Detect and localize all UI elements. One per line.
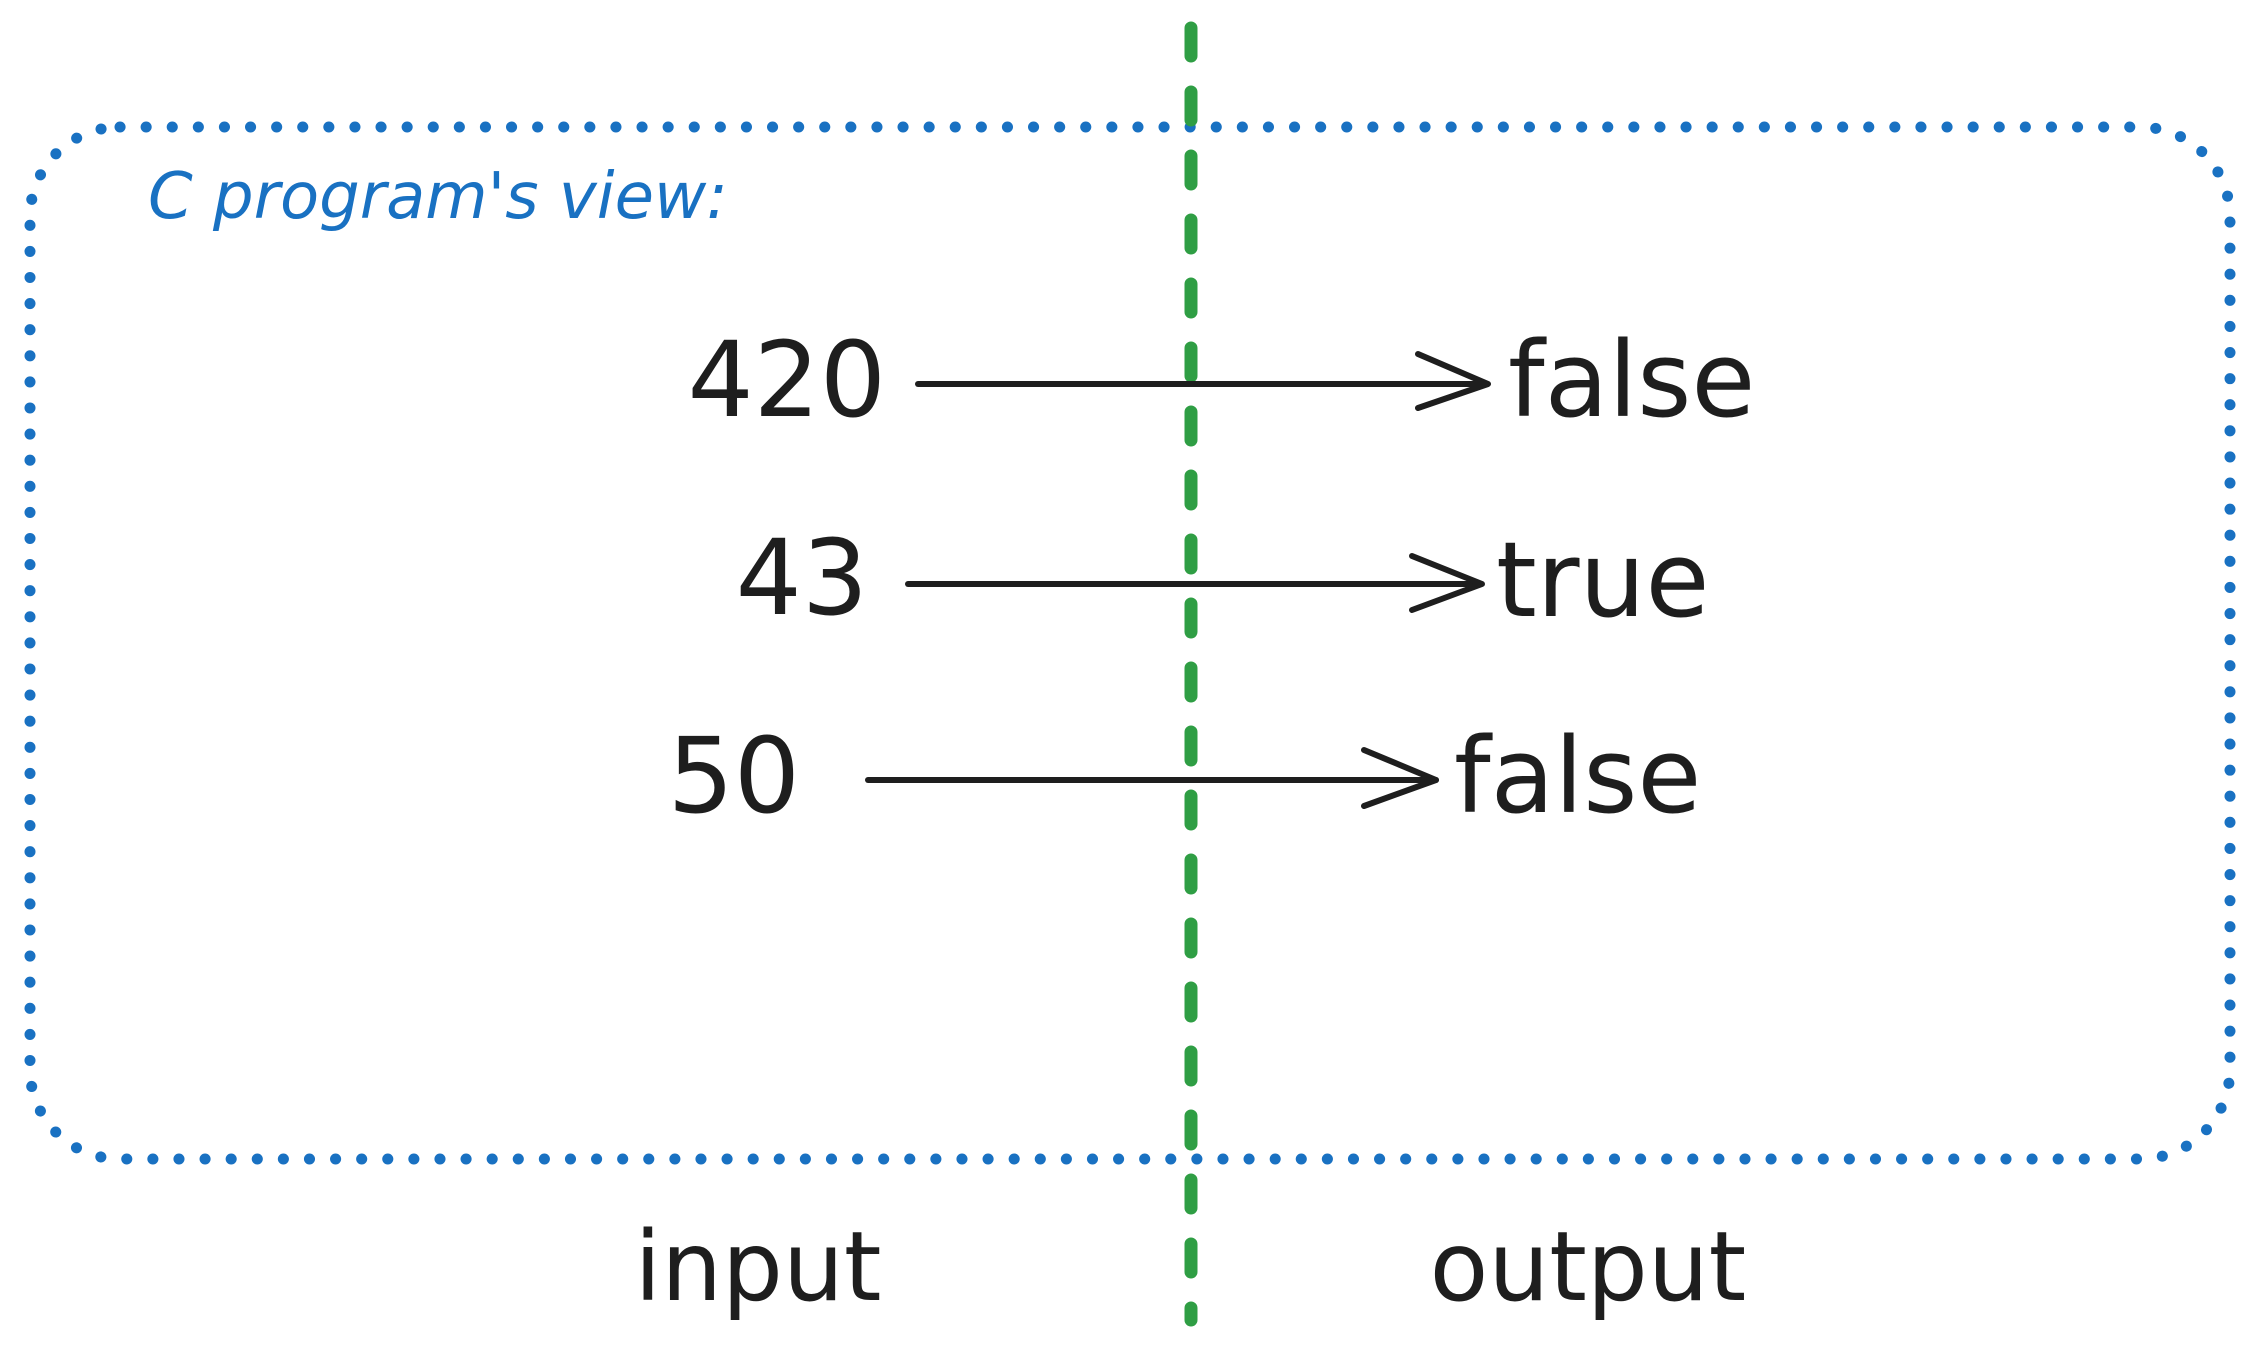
output-value: true: [1496, 519, 1709, 641]
mapping-arrowhead: [1361, 747, 1439, 809]
mapping-arrowhead: [1415, 351, 1491, 411]
output-label: output: [1430, 1211, 1747, 1323]
input-label: input: [635, 1211, 882, 1323]
input-value: 50: [668, 715, 800, 837]
output-value: false: [1454, 715, 1701, 837]
input-value: 43: [736, 517, 868, 639]
program-view-box: [24, 121, 2236, 1165]
box-title: C program's view:: [148, 160, 728, 234]
mapping-arrowhead: [1409, 553, 1485, 613]
output-value: false: [1508, 319, 1755, 441]
input-value: 420: [687, 319, 886, 441]
